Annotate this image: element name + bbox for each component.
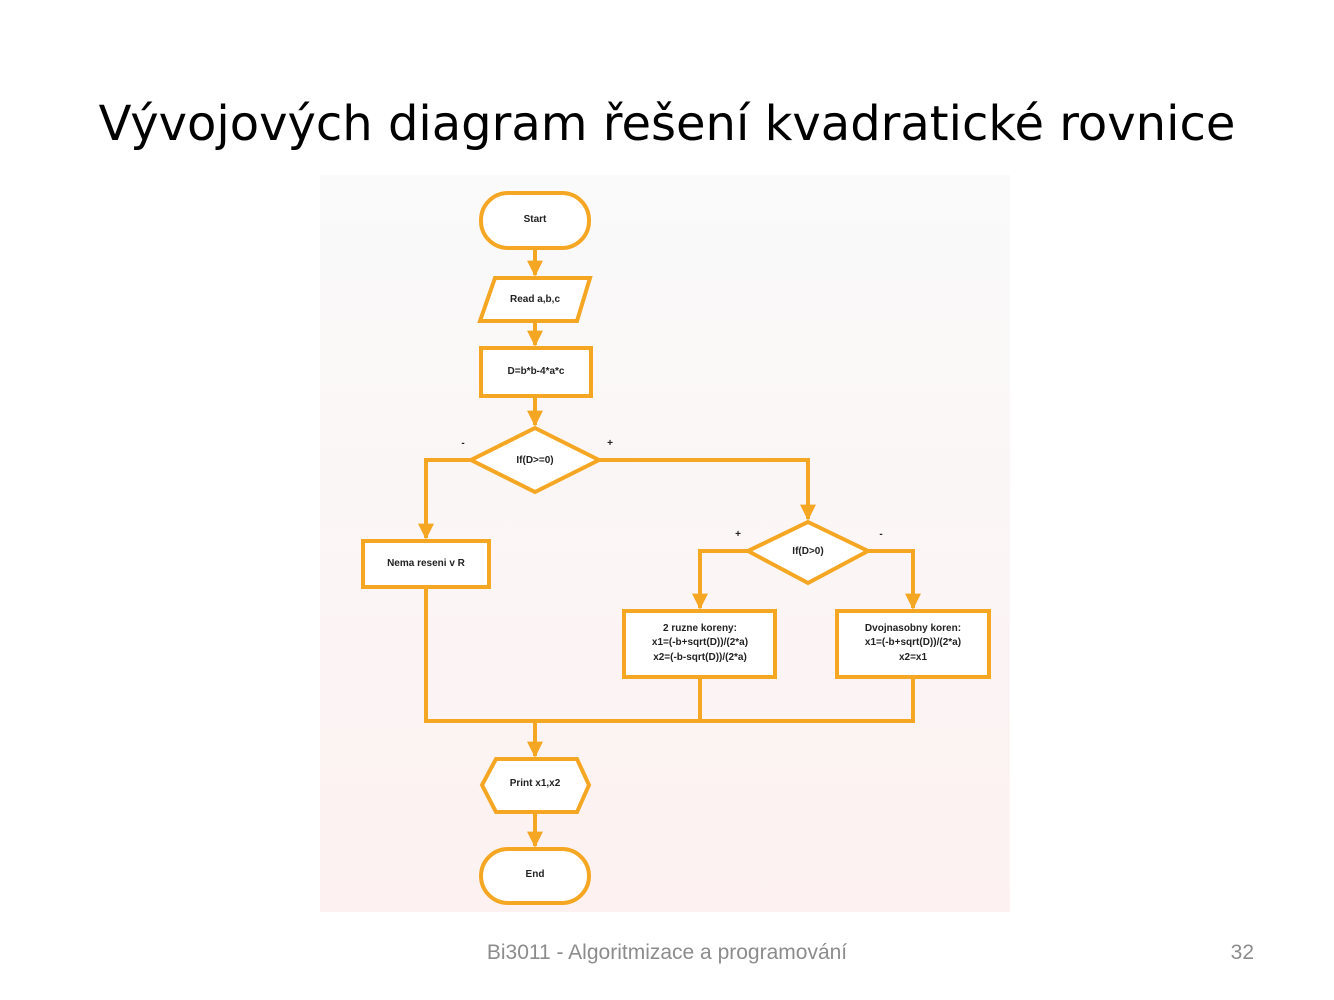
slide-number: 32: [1230, 941, 1254, 964]
double-root-line-2: x1=(-b+sqrt(D))/(2*a): [865, 637, 961, 648]
end-terminal: [479, 847, 591, 905]
double-root-line-3: x2=x1: [899, 652, 928, 663]
condition-2-no-label: -: [879, 529, 882, 540]
print-display-shape: [479, 757, 592, 814]
flowchart-canvas: Start Read a,b,c D=b*b-4*a*c If(D>=0) - …: [320, 175, 1010, 912]
two-roots-line-1: 2 ruzne koreny:: [663, 623, 737, 634]
slide-title: Vývojových diagram řešení kvadratické ro…: [98, 96, 1236, 152]
arrow-condition-2-no-branch: [868, 549, 921, 610]
end-label: End: [526, 869, 545, 880]
no-solution-process: [361, 539, 491, 589]
discriminant-label: D=b*b-4*a*c: [508, 366, 565, 377]
two-roots-line-3: x2=(-b-sqrt(D))/(2*a): [653, 652, 747, 663]
condition-2-label: If(D>0): [792, 546, 823, 557]
two-roots-line-2: x1=(-b+sqrt(D))/(2*a): [652, 637, 748, 648]
double-root-line-1: Dvojnasobny koren:: [865, 623, 961, 634]
no-solution-label: Nema reseni v R: [387, 558, 466, 569]
flowchart-diagram: Start Read a,b,c D=b*b-4*a*c If(D>=0) - …: [320, 175, 1010, 912]
condition-1-label: If(D>=0): [516, 455, 553, 466]
start-label: Start: [524, 214, 547, 225]
slide-footer: Bi3011 - Algoritmizace a programování: [486, 941, 848, 964]
print-label: Print x1,x2: [510, 778, 561, 789]
merge-line: [424, 587, 915, 723]
condition-1-diamond: [466, 425, 604, 495]
condition-1-no-label: -: [461, 438, 464, 449]
read-label: Read a,b,c: [510, 294, 560, 305]
read-input-shape: [477, 276, 593, 323]
arrow-condition-1-no-branch: [418, 458, 471, 540]
condition-2-diamond: [743, 519, 873, 586]
condition-2-yes-label: +: [735, 529, 741, 540]
condition-1-yes-label: +: [607, 438, 613, 449]
arrow-condition-1-yes-branch: [599, 458, 816, 521]
arrow-condition-2-yes-branch: [692, 549, 748, 610]
